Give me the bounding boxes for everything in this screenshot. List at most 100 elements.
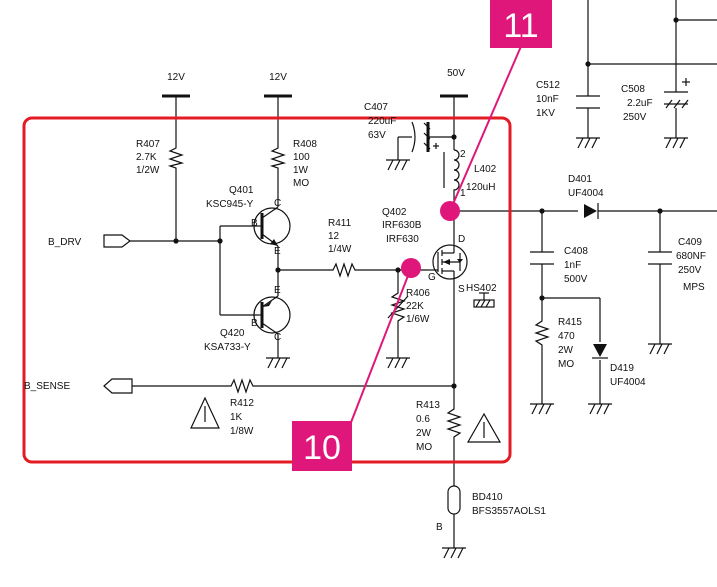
q420-ref: Q420 — [220, 328, 245, 339]
r413-ref: R413 — [416, 400, 440, 411]
q402-mosfet-symbol — [428, 244, 468, 280]
d419-ref: D419 — [610, 363, 634, 374]
r412-symbol — [228, 378, 256, 394]
d401-ref: D401 — [568, 174, 592, 185]
d419-part: UF4004 — [610, 377, 646, 388]
c508-value: 2.2uF — [627, 98, 653, 109]
c409-type: MPS — [683, 282, 705, 293]
c508-symbol — [664, 78, 690, 109]
r406-value: 22K — [406, 301, 424, 312]
d401-part: UF4004 — [568, 188, 604, 199]
q401-pin-c: C — [274, 198, 281, 209]
supply-label-12v: 12V — [269, 72, 287, 83]
r407-rating: 1/2W — [136, 165, 160, 176]
b-sense-label: B_SENSE — [24, 381, 70, 392]
junction-dots — [173, 17, 679, 389]
q401-symbol — [253, 206, 291, 247]
c512-ref: C512 — [536, 80, 560, 91]
ground-symbol — [576, 137, 600, 149]
callout-tag-11 — [490, 0, 552, 48]
callout-label-11: 11 — [503, 7, 538, 45]
r411-rating: 1/4W — [328, 244, 352, 255]
q402-part1: IRF630B — [382, 220, 422, 231]
r413-rating: 2W — [416, 428, 432, 439]
hs402-symbol — [473, 292, 495, 308]
b-drv-port — [103, 234, 131, 248]
c408-ref: C408 — [564, 246, 588, 257]
b-drv-label: B_DRV — [48, 237, 81, 248]
callout-10-leader — [349, 267, 412, 426]
r408-type: MO — [293, 178, 309, 189]
test-point-11[interactable] — [440, 201, 460, 221]
q402-pin-s: S — [458, 284, 465, 295]
r413-type: MO — [416, 442, 432, 453]
r415-symbol — [534, 318, 550, 348]
ground-symbol — [648, 343, 672, 355]
supply-label-12v: 12V — [167, 72, 185, 83]
callout-label-10: 10 — [303, 429, 341, 467]
c512-value: 10nF — [536, 94, 559, 105]
c409-symbol — [648, 251, 672, 265]
r415-ref: R415 — [558, 317, 582, 328]
c409-ref: C409 — [678, 237, 702, 248]
c407-value: 220uF — [368, 116, 396, 127]
bd410-symbol — [447, 485, 461, 515]
b-sense-port — [103, 378, 133, 394]
r415-rating: 2W — [558, 345, 574, 356]
r406-symbol — [390, 290, 406, 326]
c409-rating: 250V — [678, 265, 702, 276]
ground-symbol — [664, 137, 688, 149]
ground-symbol — [530, 403, 554, 415]
r407-symbol — [167, 145, 185, 170]
r411-value: 12 — [328, 231, 340, 242]
q401-pin-b: B — [251, 218, 258, 229]
r406-ref: R406 — [406, 288, 430, 299]
q420-pin-b: B — [251, 318, 258, 329]
ground-symbol — [386, 357, 410, 369]
r412-ref: R412 — [230, 398, 254, 409]
test-point-10[interactable] — [401, 258, 421, 278]
r411-ref: R411 — [328, 218, 352, 229]
l402-pin-1: 1 — [460, 188, 466, 199]
q401-pin-e: E — [274, 246, 281, 257]
caution-icon — [190, 396, 220, 429]
hs402-ref: HS402 — [466, 283, 497, 294]
bd410-pin-b: B — [436, 522, 443, 533]
c408-symbol — [530, 251, 554, 265]
r411-symbol — [330, 262, 356, 278]
q402-part2: IRF630 — [386, 234, 419, 245]
c407-rating: 63V — [368, 130, 386, 141]
q420-symbol — [253, 295, 291, 335]
highlight-box — [22, 116, 512, 464]
q420-pin-e: E — [274, 285, 281, 296]
c408-rating: 500V — [564, 274, 588, 285]
ground-symbol — [386, 159, 410, 171]
q402-ref: Q402 — [382, 207, 407, 218]
c407-symbol — [411, 121, 439, 153]
callout-11-leader — [449, 43, 523, 212]
q402-pin-g: G — [428, 272, 436, 283]
c409-value: 680NF — [676, 251, 706, 262]
r415-type: MO — [558, 359, 574, 370]
c512-rating: 1KV — [536, 108, 555, 119]
q420-pin-c: C — [274, 332, 281, 343]
l402-value: 120uH — [466, 182, 495, 193]
q401-part: KSC945-Y — [206, 199, 254, 210]
c408-value: 1nF — [564, 260, 581, 271]
r413-symbol — [446, 406, 462, 440]
r407-ref: R407 — [136, 139, 160, 150]
r412-rating: 1/8W — [230, 426, 254, 437]
r406-arrow — [387, 295, 409, 319]
r408-ref: R408 — [293, 139, 317, 150]
callout-tag-10 — [292, 421, 352, 471]
c508-ref: C508 — [621, 84, 645, 95]
l402-symbol — [443, 149, 460, 192]
r408-symbol — [269, 145, 287, 170]
caution-icon — [466, 412, 502, 443]
r413-value: 0.6 — [416, 414, 430, 425]
r415-value: 470 — [558, 331, 575, 342]
c512-symbol — [576, 95, 600, 109]
d401-symbol — [584, 203, 599, 219]
r408-value: 100 — [293, 152, 310, 163]
ground-symbol — [588, 403, 612, 415]
